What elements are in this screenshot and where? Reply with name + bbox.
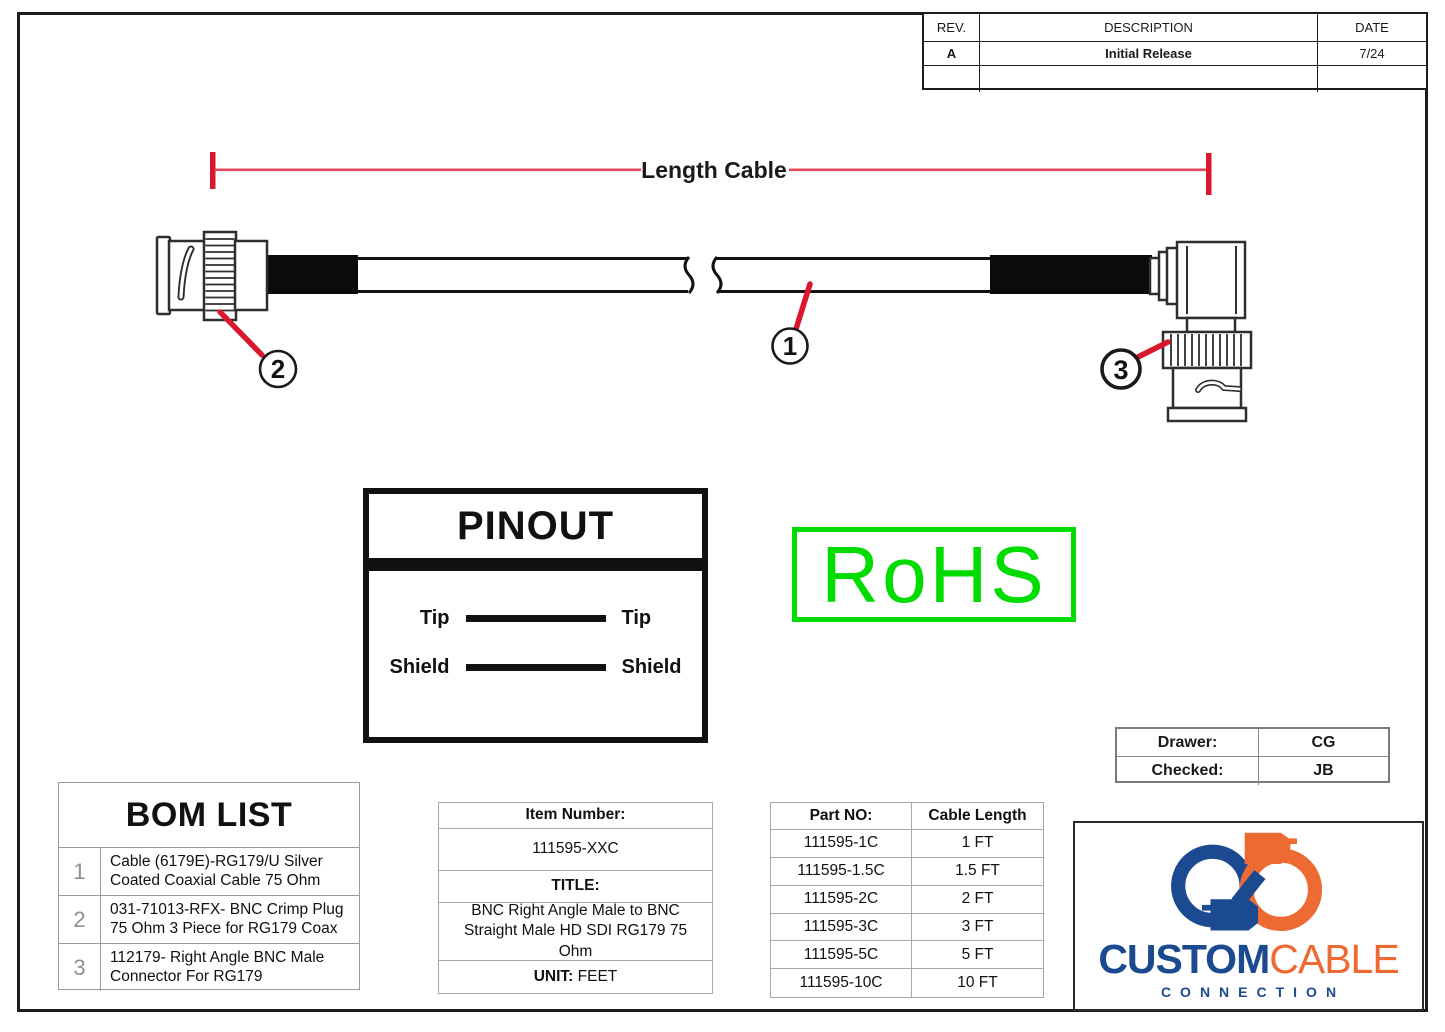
logo-connection-text: CONNECTION: [1160, 984, 1346, 1000]
tip-right-label: Tip: [621, 607, 652, 629]
unit-label: UNIT:: [533, 967, 574, 985]
part-no-header: Part NO:: [771, 803, 912, 830]
cable-break-right: [711, 256, 723, 294]
bom-row-2: 2 031-71013-RFX- BNC Crimp Plug 75 Ohm 3…: [59, 895, 359, 943]
cable-assembly-diagram: Length Cable: [155, 152, 1253, 423]
bom-row-1: 1 Cable (6179E)-RG179/U Silver Coated Co…: [59, 847, 359, 895]
rohs-badge: RoHS: [792, 527, 1076, 622]
tip-left-label: Tip: [419, 607, 450, 629]
bom-table: BOM LIST 1 Cable (6179E)-RG179/U Silver …: [58, 782, 360, 991]
part-no-cell: 111595-1C: [771, 830, 912, 858]
bom-item-description: Cable (6179E)-RG179/U Silver Coated Coax…: [110, 852, 323, 889]
rev-value: A: [924, 42, 980, 66]
bom-item-description: 112179- Right Angle BNC Male Connector F…: [110, 948, 325, 985]
cable-length-cell: 3 FT: [912, 914, 1043, 942]
cable-length-cell: 10 FT: [957, 974, 998, 992]
approval-table: Drawer: CG Checked: JB: [1115, 727, 1390, 785]
pinout-box: PINOUT Tip Tip Shield Shield: [363, 488, 708, 743]
description-empty: [980, 66, 1318, 92]
rev-header: REV.: [924, 14, 980, 42]
callout-2: 2: [217, 309, 298, 389]
callout-1-number: 1: [783, 331, 797, 361]
pinout-body: Tip Tip Shield Shield: [369, 571, 702, 737]
date-value: 7/24: [1318, 42, 1426, 66]
pinout-divider: [369, 558, 702, 571]
shield-wire: [465, 664, 606, 671]
logo-custom-text: CUSTOM: [1098, 936, 1270, 982]
description-value: Initial Release: [980, 42, 1318, 66]
drawing-border: [17, 12, 1428, 1012]
cable-boot-right: [990, 255, 1152, 294]
cable-length-header: Cable Length: [912, 803, 1043, 830]
knurled-nut: [1161, 330, 1253, 370]
cable-break-left: [683, 256, 695, 294]
unit-row: UNIT: FEET: [439, 961, 712, 993]
pinout-row-shield: Shield Shield: [369, 656, 702, 679]
cable-length-cell: 1 FT: [912, 830, 1043, 858]
bnc-right-angle-connector: [1148, 240, 1253, 423]
shield-left-label: Shield: [389, 656, 450, 678]
callout-3: 3: [1100, 339, 1171, 390]
callout-1: 1: [771, 281, 813, 365]
item-number-label: Item Number:: [439, 803, 712, 829]
part-no-cell: 111595-10C: [771, 969, 912, 997]
dimension-label: Length Cable: [641, 157, 787, 183]
dimension-line: Length Cable: [210, 152, 1212, 195]
pinout-row-tip: Tip Tip: [369, 607, 702, 630]
bom-title: BOM LIST: [125, 795, 293, 834]
checked-label: Checked:: [1117, 757, 1259, 785]
tip-wire: [465, 615, 606, 622]
title-label: TITLE:: [439, 871, 712, 903]
part-no-cell: 111595-3C: [771, 913, 912, 942]
bom-item-number: 3: [59, 944, 101, 991]
shield-right-label: Shield: [621, 656, 682, 678]
drawer-value: CG: [1259, 729, 1388, 757]
item-number-value: 111595-XXC: [439, 829, 712, 871]
part-no-cell: 111595-2C: [771, 885, 912, 914]
cable-length-cell: 5 FT: [912, 941, 1043, 970]
knurled-ring: [202, 230, 238, 322]
cable-boot-left: [252, 255, 358, 294]
bom-item-description: 031-71013-RFX- BNC Crimp Plug 75 Ohm 3 P…: [110, 900, 344, 937]
cable-length-cell: 2 FT: [912, 886, 1043, 914]
item-info-table: Item Number: 111595-XXC TITLE: BNC Right…: [438, 802, 713, 994]
description-header: DESCRIPTION: [980, 14, 1318, 42]
bnc-straight-connector: [155, 230, 269, 322]
revision-table: REV. DESCRIPTION DATE A Initial Release …: [922, 12, 1428, 92]
part-no-cell: 111595-5C: [771, 941, 912, 970]
pinout-title: PINOUT: [456, 503, 615, 548]
callout-2-number: 2: [271, 354, 285, 384]
bom-item-number: 2: [59, 896, 101, 943]
checked-value: JB: [1313, 762, 1334, 779]
callout-3-number: 3: [1113, 355, 1128, 385]
date-empty: [1318, 66, 1426, 92]
part-number-table: Part NO: Cable Length 111595-1C 1 FT 111…: [770, 802, 1044, 998]
logo-cable-text: CABLE: [1269, 936, 1399, 982]
infinity-cable-icon: [1171, 832, 1323, 932]
bom-row-3: 3 112179- Right Angle BNC Male Connector…: [59, 943, 359, 991]
drawer-label: Drawer:: [1117, 729, 1259, 757]
rev-empty: [924, 66, 980, 92]
bom-item-number: 1: [59, 848, 101, 895]
cable-length-cell: 1.5 FT: [912, 858, 1043, 886]
coax-cable: [252, 255, 1154, 294]
part-no-cell: 111595-1.5C: [771, 857, 912, 886]
date-header: DATE: [1318, 14, 1426, 42]
title-value: BNC Right Angle Male to BNC Straight Mal…: [439, 902, 712, 961]
unit-value: FEET: [577, 967, 618, 985]
